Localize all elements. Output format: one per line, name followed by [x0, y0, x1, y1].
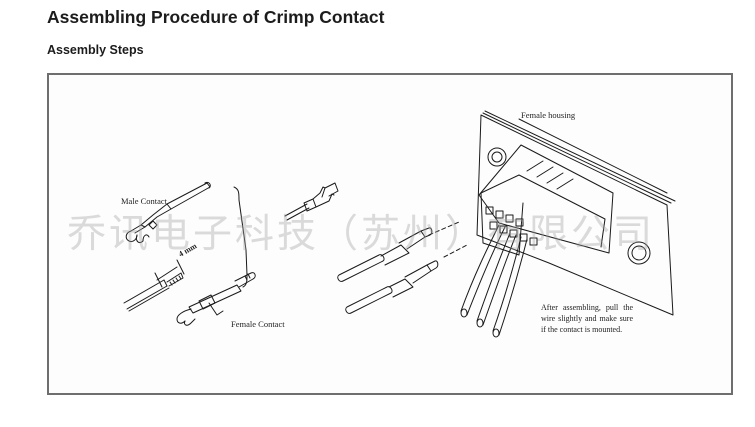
assembly-line-art [123, 110, 676, 338]
grouping-bracket [233, 186, 248, 288]
female-housing-illustration [460, 110, 676, 338]
assembly-figure: 乔讯电子科技（苏州）有限公司 Male Contact Female Conta… [47, 73, 733, 395]
section-heading: Assembly Steps [47, 43, 144, 57]
stripped-wire-illustration [123, 259, 185, 312]
female-housing-label: Female housing [521, 110, 576, 120]
assembly-note: After assembling, pull the wire slightly… [541, 303, 633, 334]
crimped-contact-illustration [284, 182, 339, 221]
page-title: Assembling Procedure of Crimp Contact [47, 7, 385, 27]
male-contact-illustration [125, 182, 211, 244]
male-contact-label: Male Contact [121, 196, 168, 206]
female-contact-illustration [176, 272, 256, 326]
inserted-wires [460, 224, 528, 338]
female-contact-label: Female Contact [231, 319, 285, 329]
contacts-inserting-illustration [337, 221, 468, 314]
